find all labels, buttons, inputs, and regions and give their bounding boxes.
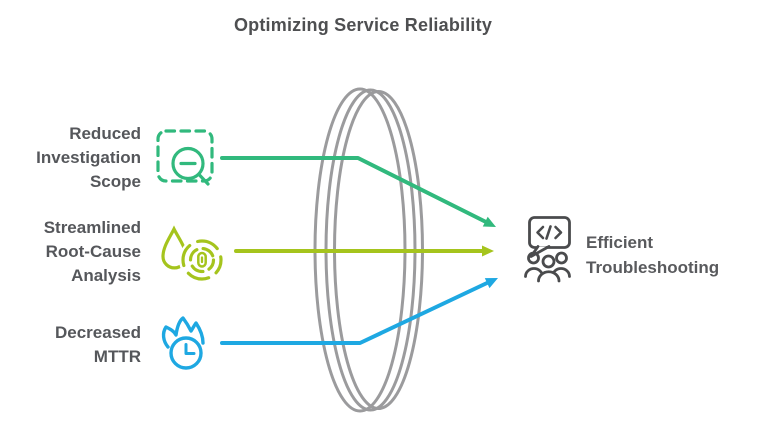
magnifier-handle [197, 172, 210, 186]
input-label-reduced-investigation-scope: Reduced Investigation Scope [36, 124, 141, 191]
person-center-head [541, 254, 556, 269]
input-label-streamlined-root-cause-analysis: Streamlined Root-Cause Analysis [43, 218, 141, 285]
person-right-head [555, 251, 568, 265]
flame-outline [161, 316, 205, 349]
person-center-body [537, 270, 561, 283]
code-left-angle [536, 225, 545, 240]
output-label-efficient-troubleshooting: Efficient Troubleshooting [586, 233, 720, 277]
arrow-blue-line [220, 281, 489, 345]
arrow-green-head [482, 216, 496, 227]
arrow-lime-head [482, 245, 494, 257]
arrow-lime [234, 245, 494, 257]
droplet-outline [161, 225, 188, 270]
target-outer-ring [181, 239, 223, 281]
dashed-frame [156, 129, 214, 183]
arrow-blue [220, 278, 498, 345]
code-right-angle [554, 225, 563, 240]
arrow-green-line [220, 156, 490, 225]
droplet-fingerprint-icon [161, 225, 225, 283]
code-slash [545, 225, 552, 240]
magnifier-scope-icon [156, 129, 214, 186]
arrow-blue-head [484, 278, 498, 289]
page-title: Optimizing Service Reliability [233, 15, 493, 35]
clock-hands [184, 343, 196, 355]
target-center-pill [197, 251, 207, 268]
target-inner-ring [188, 246, 216, 274]
input-label-decreased-mttr: Decreased MTTR [54, 323, 141, 366]
team-code-bubble-icon [524, 216, 571, 283]
flame-clock-icon [161, 316, 205, 370]
arrow-green [220, 156, 496, 227]
person-left-head [527, 251, 540, 265]
